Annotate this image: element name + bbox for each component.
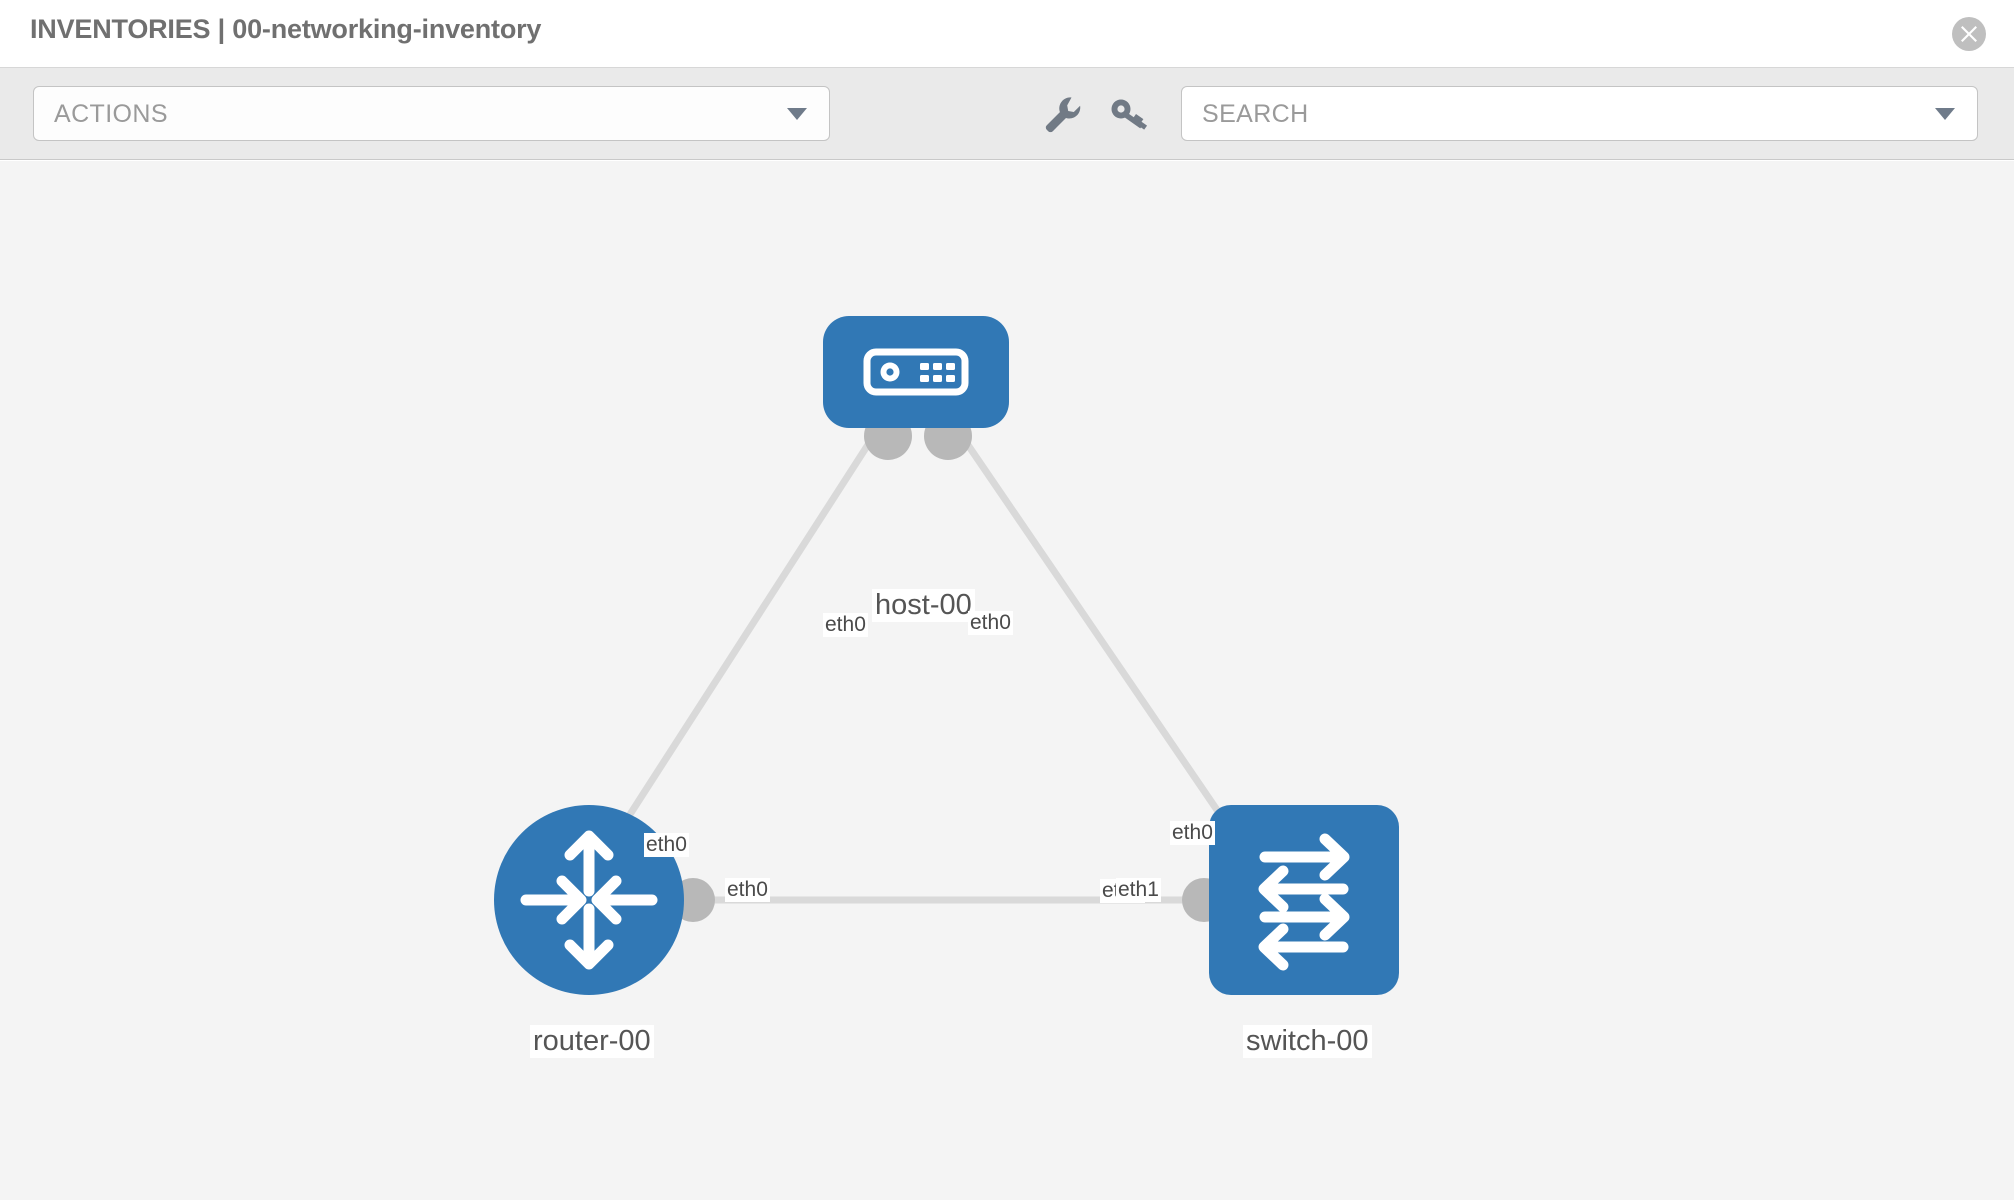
topology-canvas[interactable]: host-00 router-00 switch-00 eth0 eth0 et… [0,161,2014,1200]
iface-label-host-left: eth0 [823,613,868,637]
iface-label-switch-lan: eth1 [1116,878,1161,902]
search-placeholder: SEARCH [1202,100,1309,128]
iface-label-switch-uplink: eth0 [1170,821,1215,845]
key-icon[interactable] [1105,90,1153,138]
link-host-router [597,424,883,863]
switch-icon [1258,833,1350,971]
server-icon [863,348,969,396]
chevron-down-icon[interactable] [1935,107,1955,120]
node-switch-00[interactable] [1209,805,1399,995]
page-title: INVENTORIES | 00-networking-inventory [30,14,542,44]
actions-dropdown-label: ACTIONS [54,100,168,128]
iface-label-router-lan: eth0 [725,878,770,902]
toolbar: ACTIONS SEARCH [0,68,2014,160]
actions-dropdown[interactable]: ACTIONS [33,86,830,141]
iface-label-router-uplink: eth0 [644,833,689,857]
router-icon [520,830,658,970]
link-host-switch [952,424,1248,853]
close-icon[interactable] [1952,17,1986,51]
search-input[interactable]: SEARCH [1181,86,1978,141]
node-label-host-00: host-00 [872,589,975,622]
iface-label-host-right: eth0 [968,611,1013,635]
chevron-down-icon [787,107,807,120]
node-label-router-00: router-00 [530,1025,654,1058]
node-host-00[interactable] [823,316,1009,428]
title-bar: INVENTORIES | 00-networking-inventory [0,0,2014,68]
wrench-icon[interactable] [1037,90,1085,138]
node-label-switch-00: switch-00 [1243,1025,1372,1058]
